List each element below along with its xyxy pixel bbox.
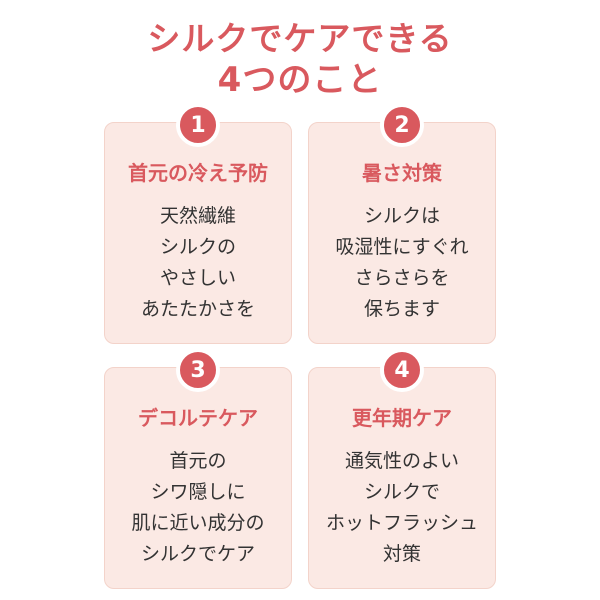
body-line: あたたかさを <box>140 298 255 320</box>
body-line: 対策 <box>382 543 421 565</box>
body-line: 通気性のよい <box>344 450 459 472</box>
card-4: 4 更年期ケア 通気性のよい シルクで ホットフラッシュ 対策 <box>308 348 496 589</box>
body-line: 保ちます <box>363 298 440 320</box>
card-body: 首元の シワ隠しに 肌に近い成分の シルクでケア <box>105 446 291 570</box>
body-line: シルクでケア <box>140 543 255 565</box>
body-line: シルクは <box>363 205 440 227</box>
body-line: シルクの <box>159 236 236 258</box>
body-line: 肌に近い成分の <box>131 512 265 534</box>
number-badge: 3 <box>176 348 220 392</box>
number-badge: 4 <box>380 348 424 392</box>
number-badge: 1 <box>176 103 220 147</box>
body-line: 吸湿性にすぐれ <box>335 236 469 258</box>
card-heading: 更年期ケア <box>352 406 452 430</box>
body-line: シワ隠しに <box>150 481 246 503</box>
card-body: 通気性のよい シルクで ホットフラッシュ 対策 <box>309 446 495 570</box>
card-3: 3 デコルテケア 首元の シワ隠しに 肌に近い成分の シルクでケア <box>104 348 292 589</box>
card-heading: デコルテケア <box>138 406 258 430</box>
body-line: ホットフラッシュ <box>325 512 478 534</box>
card-body: 天然繊維 シルクの やさしい あたたかさを <box>105 201 291 325</box>
title-line-2: 4つのこと <box>217 60 383 100</box>
card-heading: 暑さ対策 <box>362 161 442 185</box>
title-line-1: シルクでケアできる <box>147 19 453 58</box>
body-line: さらさらを <box>354 267 450 289</box>
body-line: やさしい <box>159 267 236 289</box>
body-line: 首元の <box>169 450 227 472</box>
body-line: シルクで <box>363 481 440 503</box>
number-badge: 2 <box>380 103 424 147</box>
card-2: 2 暑さ対策 シルクは 吸湿性にすぐれ さらさらを 保ちます <box>308 103 496 344</box>
body-line: 天然繊維 <box>159 205 236 227</box>
card-heading: 首元の冷え予防 <box>128 161 268 185</box>
card-body: シルクは 吸湿性にすぐれ さらさらを 保ちます <box>309 201 495 325</box>
card-1: 1 首元の冷え予防 天然繊維 シルクの やさしい あたたかさを <box>104 103 292 344</box>
